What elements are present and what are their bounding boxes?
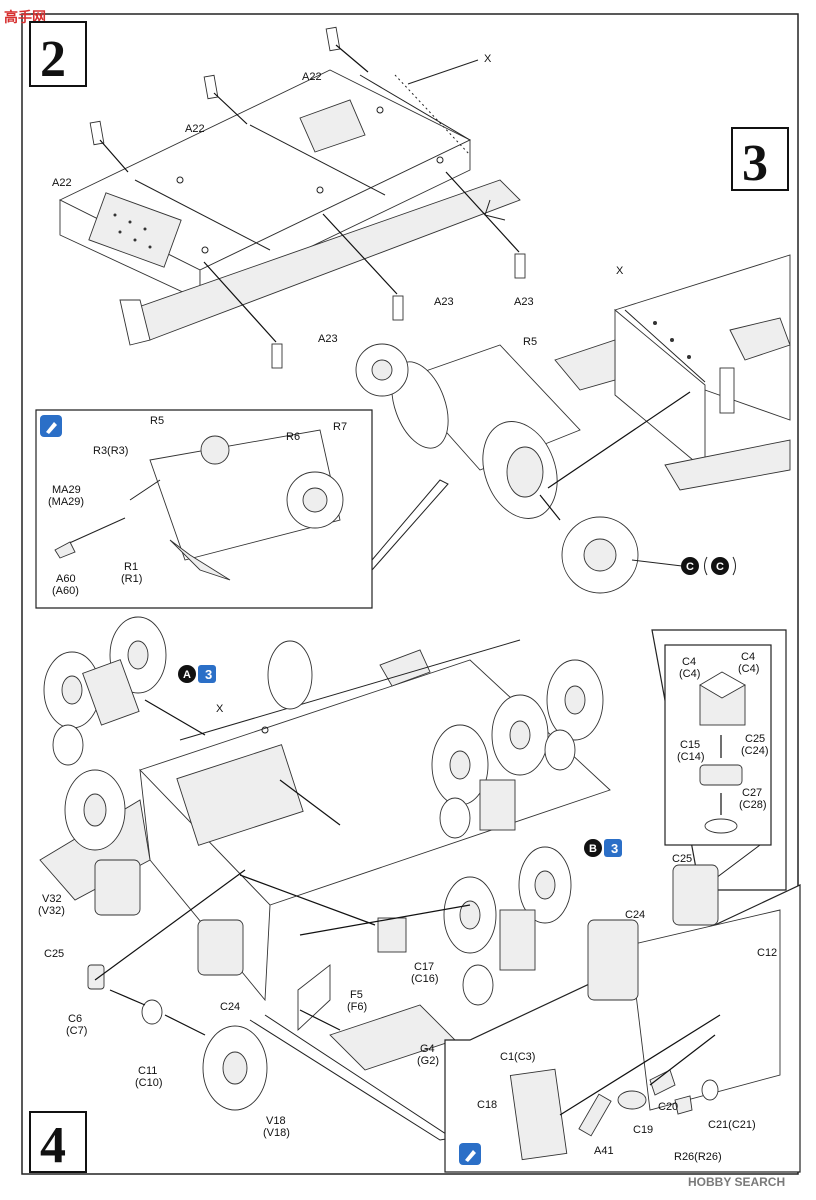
- step-3-badge: 3: [731, 127, 789, 192]
- label-c1: C1(C3): [500, 1051, 535, 1063]
- label-r5-main: R5: [523, 336, 537, 348]
- label-c4-l2: (C4): [679, 668, 700, 680]
- label-c6-1: C6: [68, 1013, 82, 1025]
- label-c24-right: C24: [625, 909, 645, 921]
- inset-box-right: [651, 629, 787, 891]
- subassembly-b-marker: B 3: [584, 839, 622, 857]
- subassembly-a-marker: A 3: [178, 665, 216, 683]
- inset-box-bottom-right: [444, 864, 801, 1173]
- step-2-badge: 2: [29, 21, 87, 88]
- inset-label-a60b: (A60): [52, 585, 79, 597]
- part-c17: [377, 917, 407, 953]
- label-f5-1: F5: [350, 989, 363, 1001]
- label-x-step4: X: [216, 703, 224, 715]
- label-c6-2: (C7): [66, 1025, 87, 1037]
- marker-b-multiplier: 3: [611, 841, 618, 856]
- label-c4-r2: (C4): [738, 663, 759, 675]
- label-c11-1: C11: [138, 1065, 157, 1077]
- label-r26: R26(R26): [674, 1151, 722, 1163]
- page-frame: [21, 13, 799, 1175]
- label-a23-3: A23: [514, 296, 534, 308]
- label-c17-2: (C16): [411, 973, 439, 985]
- label-x-step3: X: [616, 265, 624, 277]
- label-c25-left: C25: [44, 948, 64, 960]
- label-c24-left: C24: [220, 1001, 240, 1013]
- label-a23-2: A23: [434, 296, 454, 308]
- label-a22-2: A22: [185, 123, 205, 135]
- inset-label-ma29b: (MA29): [48, 496, 84, 508]
- label-c15-1: C15: [680, 739, 700, 751]
- inset-label-r7: R7: [333, 421, 347, 433]
- step4-hull-drawing: [39, 616, 611, 1141]
- label-a41: A41: [594, 1145, 614, 1157]
- part-c6: [87, 964, 105, 990]
- inset-label-a60a: A60: [56, 573, 76, 585]
- inset-label-r1b: (R1): [121, 573, 142, 585]
- part-c11: [141, 999, 163, 1025]
- label-f5-2: (F6): [347, 1001, 367, 1013]
- label-g4-1: G4: [420, 1043, 435, 1055]
- label-c18: C18: [477, 1099, 497, 1111]
- marker-a-multiplier: 3: [205, 667, 212, 682]
- label-a23-1: A23: [318, 333, 338, 345]
- label-c25-in1: C25: [745, 733, 765, 745]
- part-c24-left: [197, 919, 244, 976]
- label-a22-3: A22: [302, 71, 322, 83]
- label-c4-l1: C4: [682, 656, 696, 668]
- label-c17-1: C17: [414, 961, 434, 973]
- label-c21: C21(C21): [708, 1119, 756, 1131]
- label-g4-2: (G2): [417, 1055, 439, 1067]
- marker-a: A: [183, 669, 191, 681]
- label-a22-1: A22: [52, 177, 72, 189]
- label-v32-2: (V32): [38, 905, 65, 917]
- label-v32-1: V32: [42, 893, 62, 905]
- inset-label-r1a: R1: [124, 561, 138, 573]
- wheel-set-rear: [267, 640, 604, 839]
- label-c27-2: (C28): [739, 799, 767, 811]
- marker-c-2: C: [716, 561, 724, 573]
- label-c27-1: C27: [742, 787, 762, 799]
- label-c25-in2: (C24): [741, 745, 769, 757]
- inset-label-r3: R3(R3): [93, 445, 128, 457]
- step2-hull-top-drawing: [58, 26, 526, 369]
- inset-label-r5: R5: [150, 415, 164, 427]
- step-4-number: 4: [40, 1117, 66, 1174]
- inset-detail-box: [35, 409, 449, 609]
- label-c15-2: (C14): [677, 751, 705, 763]
- step3-final-drive-drawing: [355, 343, 691, 594]
- step-3-number: 3: [742, 135, 768, 192]
- part-c25-left: [94, 859, 141, 916]
- marker-c-1: C: [686, 561, 694, 573]
- label-c4-r1: C4: [741, 651, 755, 663]
- label-c12: C12: [757, 947, 777, 959]
- marker-b: B: [589, 843, 597, 855]
- label-c19: C19: [633, 1124, 653, 1136]
- inset-label-ma29a: MA29: [52, 484, 81, 496]
- part-f5: [297, 964, 331, 1032]
- wheel-set-a: [43, 616, 167, 766]
- wheel-set-b: [443, 846, 572, 1006]
- inset-label-r6: R6: [286, 431, 300, 443]
- watermark-bottom-right: HOBBY SEARCH: [688, 1175, 785, 1189]
- sprue-c-marker: C C: [681, 556, 736, 576]
- step-2-number: 2: [40, 31, 66, 88]
- label-c20: C20: [658, 1101, 678, 1113]
- label-c11-2: (C10): [135, 1077, 163, 1089]
- label-x-step2: X: [484, 53, 492, 65]
- label-c25-right: C25: [672, 853, 692, 865]
- step-4-badge: 4: [29, 1111, 87, 1174]
- step3-hull-drawing: [554, 254, 791, 491]
- label-v18-2: (V18): [263, 1127, 290, 1139]
- label-v18-1: V18: [266, 1115, 286, 1127]
